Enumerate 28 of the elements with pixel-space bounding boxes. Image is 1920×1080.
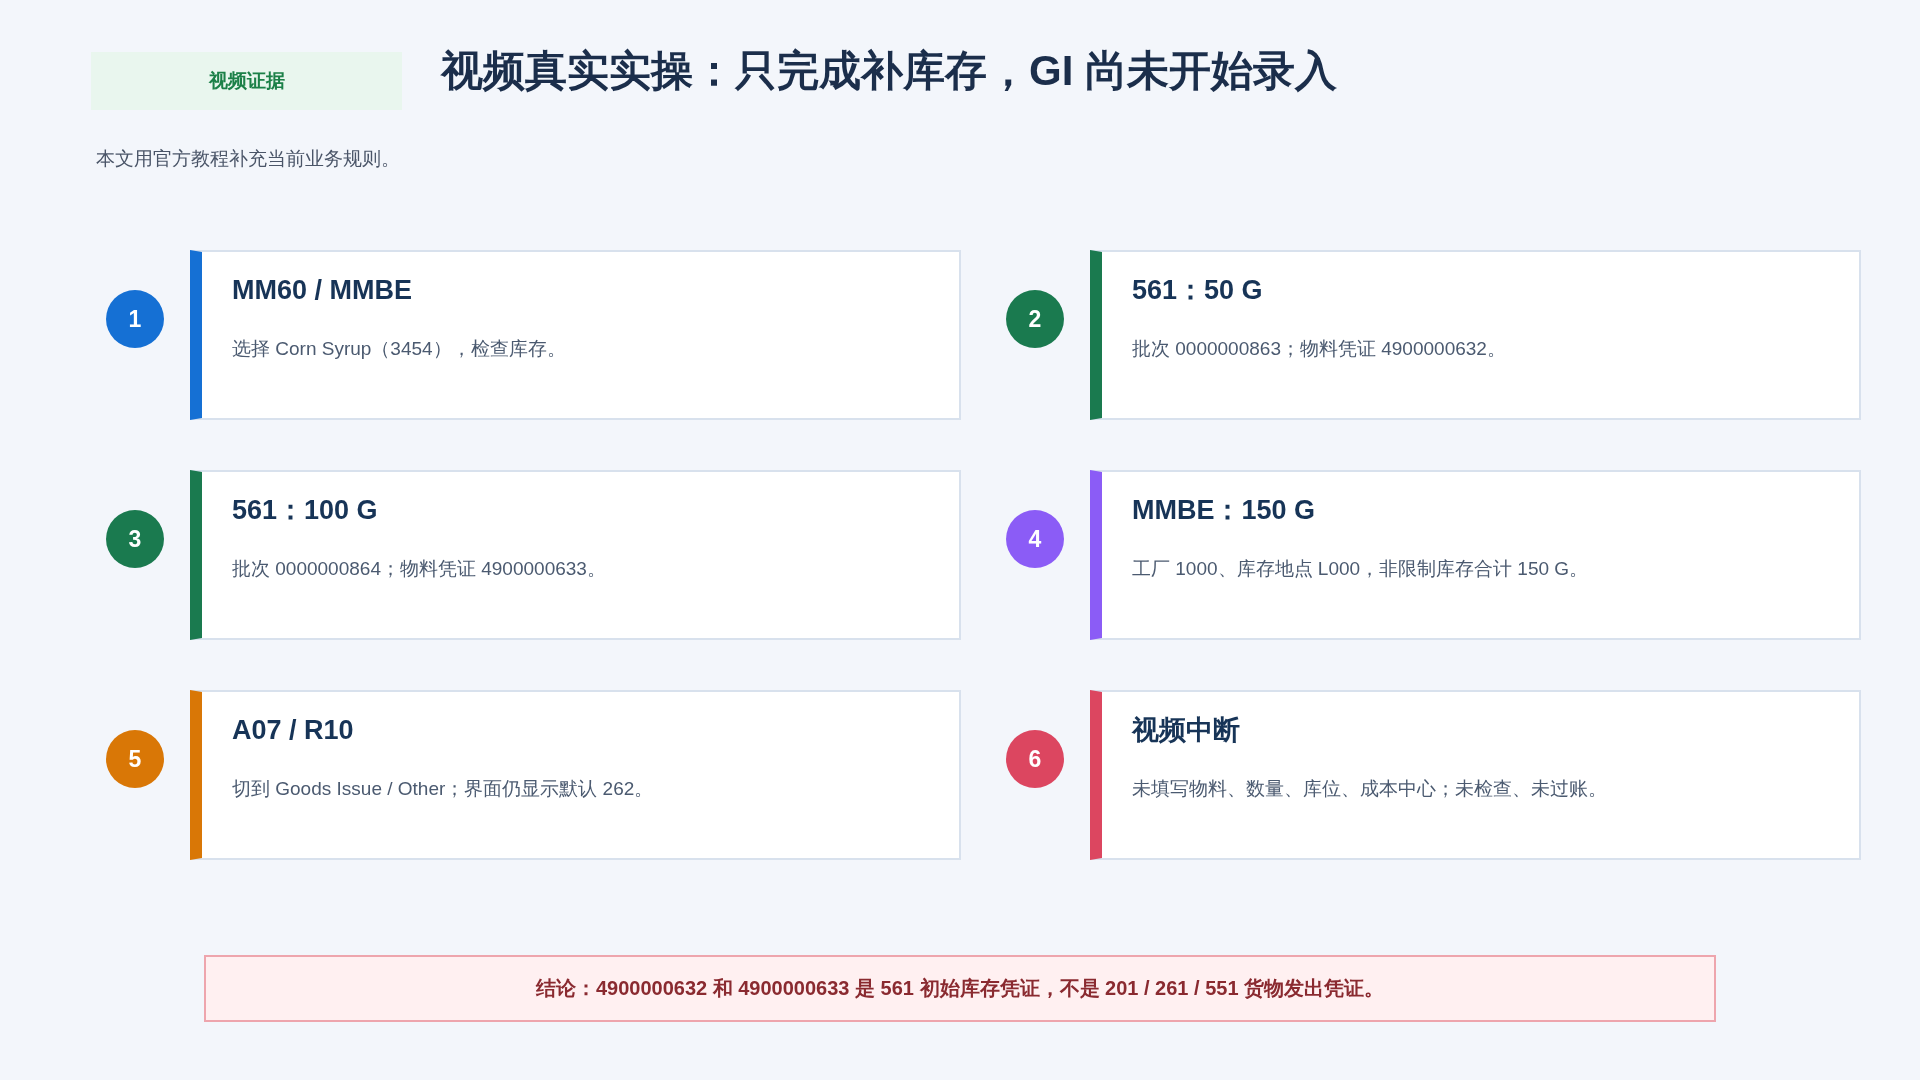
section-tag: 视频证据 <box>91 52 402 110</box>
page-title: 视频真实实操：只完成补库存，GI 尚未开始录入 <box>441 46 1337 96</box>
step-card <box>1090 250 1861 420</box>
card-heading: 视频中断 <box>1132 714 1240 747</box>
card-heading: 561：100 G <box>232 494 378 527</box>
step-card <box>190 690 961 860</box>
card-text: 未填写物料、数量、库位、成本中心；未检查、未过账。 <box>1132 777 1607 801</box>
card-heading: MMBE：150 G <box>1132 494 1316 527</box>
card-text: 批次 0000000864；物料凭证 4900000633。 <box>232 557 606 581</box>
subtitle-text: 本文用官方教程补充当前业务规则。 <box>96 147 400 171</box>
step-card <box>1090 470 1861 640</box>
card-text: 工厂 1000、库存地点 L000，非限制库存合计 150 G。 <box>1132 557 1589 581</box>
step-number: 2 <box>1006 290 1064 348</box>
step-number: 1 <box>106 290 164 348</box>
card-text: 选择 Corn Syrup（3454），检查库存。 <box>232 337 566 361</box>
card-text: 切到 Goods Issue / Other；界面仍显示默认 262。 <box>232 777 654 801</box>
step-number: 6 <box>1006 730 1064 788</box>
step-card <box>190 250 961 420</box>
conclusion-banner: 结论：4900000632 和 4900000633 是 561 初始库存凭证，不是 201 / 261 / 551 货物发出凭证。 <box>204 955 1716 1022</box>
card-heading: 561：50 G <box>1132 274 1263 307</box>
card-heading: A07 / R10 <box>232 714 354 747</box>
step-number: 5 <box>106 730 164 788</box>
step-card <box>190 470 961 640</box>
card-text: 批次 0000000863；物料凭证 4900000632。 <box>1132 337 1506 361</box>
card-heading: MM60 / MMBE <box>232 274 412 307</box>
step-number: 4 <box>1006 510 1064 568</box>
step-card <box>1090 690 1861 860</box>
step-number: 3 <box>106 510 164 568</box>
